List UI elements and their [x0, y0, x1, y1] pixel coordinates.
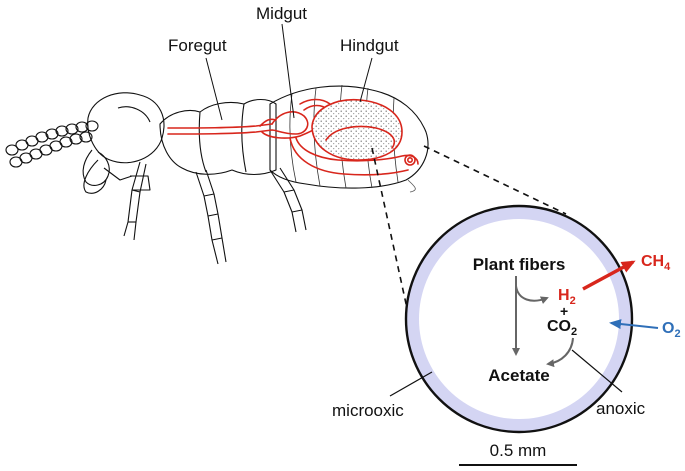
- termite-legs: [123, 161, 307, 265]
- h2-label: H2: [558, 287, 576, 307]
- hindgut-inset: Plant fibers H2 + CO2 Acetate: [404, 204, 634, 434]
- hindgut-paunch: [311, 98, 403, 161]
- plus-sign: +: [560, 303, 568, 319]
- acetate-label: Acetate: [488, 366, 549, 385]
- foregut-tube: [167, 123, 273, 129]
- microoxic-leader: [389, 371, 433, 397]
- scale-bar-label: 0.5 mm: [490, 441, 547, 460]
- process-arrows: [512, 276, 574, 368]
- foregut-label: Foregut: [168, 36, 227, 55]
- o2-influx-arrow: [609, 319, 659, 330]
- inset-anoxic-core: [419, 219, 619, 419]
- termite-thorax: [159, 98, 277, 176]
- ch4-efflux-arrow: [582, 260, 636, 291]
- anoxic-label: anoxic: [596, 399, 646, 418]
- gut-leader-lines: [205, 23, 373, 121]
- o2-label: O2: [662, 320, 681, 340]
- midgut-loop: [271, 111, 309, 135]
- midgut-label: Midgut: [256, 4, 307, 23]
- plant-fibers-label: Plant fibers: [473, 255, 566, 274]
- termite-illustration: [5, 84, 429, 265]
- co2-label: CO2: [547, 318, 577, 338]
- termite-gut: [167, 98, 419, 176]
- ch4-label: CH4: [641, 253, 671, 273]
- antenna: [5, 120, 99, 168]
- termite-abdomen: [269, 85, 429, 189]
- zoom-lines: [371, 145, 567, 323]
- hindgut-label: Hindgut: [340, 36, 399, 55]
- anoxic-leader: [571, 349, 623, 393]
- microoxic-label: microoxic: [332, 401, 404, 420]
